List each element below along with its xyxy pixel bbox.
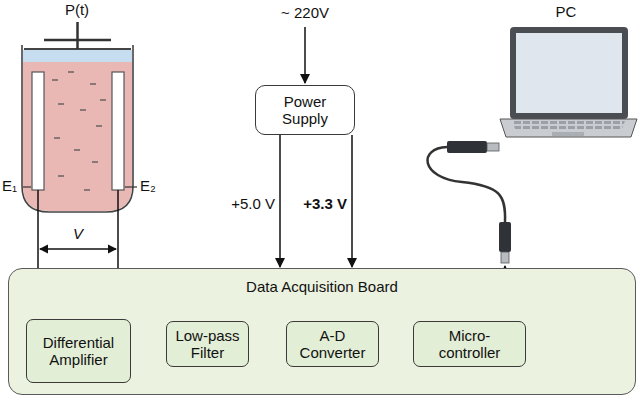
usb-plug bbox=[499, 222, 511, 252]
laptop-screen bbox=[516, 33, 622, 113]
pc-label: PC bbox=[556, 4, 577, 21]
power-supply-box: Power Supply bbox=[255, 85, 355, 135]
voltage-label: +5.0 V bbox=[231, 196, 275, 213]
box-label: A-D Converter bbox=[293, 327, 372, 362]
usb-plug-tip bbox=[501, 252, 509, 263]
laptop-screen-frame bbox=[510, 27, 628, 119]
pressure-label: P(t) bbox=[65, 2, 89, 19]
dimension-label: V bbox=[73, 226, 83, 243]
usb-cable bbox=[427, 147, 505, 222]
electrode bbox=[112, 72, 124, 190]
mains-label: ~ 220V bbox=[281, 5, 329, 22]
electrode-label: E₁ bbox=[2, 178, 17, 195]
liquid bbox=[23, 62, 132, 211]
box-label: Micro- controller bbox=[420, 327, 519, 362]
laptop-keyboard bbox=[512, 121, 625, 131]
electrode bbox=[32, 72, 44, 190]
process-box: A-D Converter bbox=[286, 321, 379, 367]
vessel-outline bbox=[22, 45, 133, 212]
voltage-label: +3.3 V bbox=[303, 196, 347, 213]
process-box: Micro- controller bbox=[413, 321, 526, 367]
box-label: Low-pass Filter bbox=[173, 327, 242, 362]
box-label: Power Supply bbox=[262, 93, 348, 128]
charge-signs bbox=[52, 72, 106, 190]
signal-arrow bbox=[279, 135, 281, 267]
usb-plug bbox=[447, 141, 487, 153]
piston-rod bbox=[76, 22, 79, 49]
liquid-top-layer bbox=[23, 50, 132, 62]
laptop-base bbox=[500, 119, 637, 137]
board-panel: Data Acquisition BoardDifferential Ampli… bbox=[8, 268, 636, 395]
laptop-touchpad bbox=[552, 132, 584, 136]
board-title: Data Acquisition Board bbox=[246, 278, 398, 295]
leader-line bbox=[23, 186, 31, 187]
mains-arrow bbox=[304, 27, 306, 83]
usb-plug-tip bbox=[487, 143, 499, 151]
dimension-line bbox=[40, 248, 116, 249]
signal-arrow bbox=[351, 135, 353, 267]
process-box: Low-pass Filter bbox=[166, 321, 249, 367]
electrode-label: E₂ bbox=[140, 178, 156, 195]
process-box: Differential Amplifier bbox=[26, 319, 131, 383]
box-label: Differential Amplifier bbox=[33, 334, 124, 369]
leader-line bbox=[125, 186, 137, 187]
